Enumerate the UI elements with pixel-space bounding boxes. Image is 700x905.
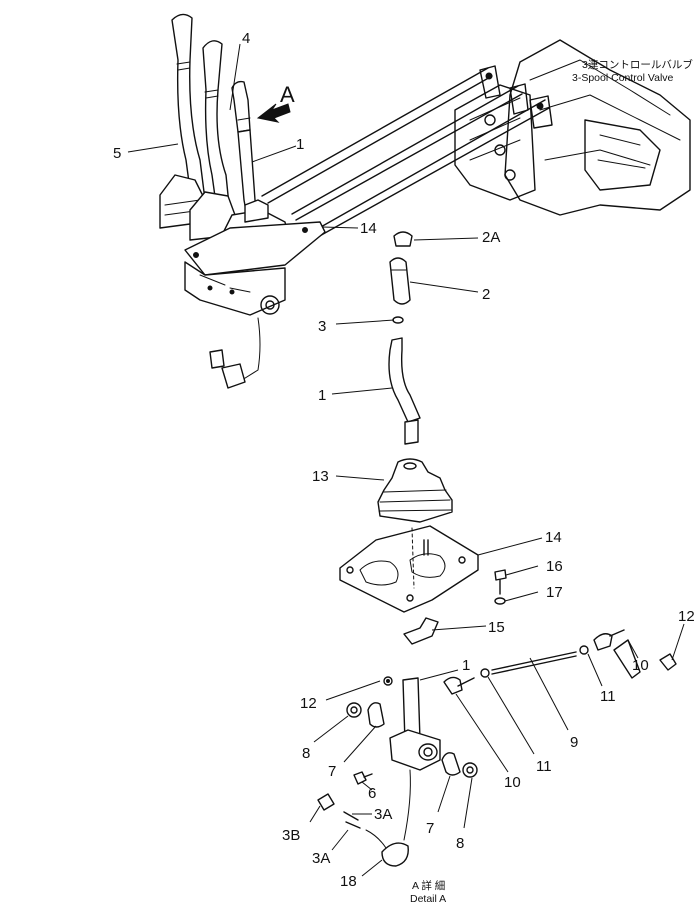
bracket-15 [403, 617, 439, 645]
label-bracket: 15 [488, 619, 505, 636]
bolt-washer [494, 569, 507, 605]
label-bolt-detail: 6 [368, 785, 376, 802]
label-plate-exploded: 14 [545, 529, 562, 546]
label-bolt: 16 [546, 558, 563, 575]
leader-lines [127, 43, 685, 877]
boot-exploded [377, 458, 453, 523]
label-plate-top: 14 [360, 220, 377, 237]
label-lever-exploded: 1 [318, 387, 326, 404]
label-pin-3a-lower: 3A [312, 850, 330, 867]
label-clip: 3B [282, 827, 300, 844]
linkage-rods [261, 67, 550, 239]
label-cap: 2A [482, 229, 500, 246]
label-nut-left: 12 [300, 695, 317, 712]
label-rod-end-right: 10 [632, 657, 649, 674]
bushings [346, 702, 478, 778]
label-nut-right-lower: 11 [600, 688, 616, 705]
label-bushing-left-outer: 8 [302, 745, 310, 762]
label-rod: 9 [570, 734, 578, 751]
part-labels: 1 4 5 14 2A 2 3 1 13 14 16 17 15 12 12 1… [113, 30, 695, 890]
detail-caption-jp: A 詳 細 [412, 879, 445, 892]
pins-and-clip [317, 793, 387, 849]
plate-exploded [339, 525, 479, 613]
label-pin-3a-upper: 3A [374, 806, 392, 823]
label-nut-mid: 11 [536, 758, 552, 775]
label-bushing-right-outer: 8 [456, 835, 464, 852]
label-washer-bolt: 17 [546, 584, 563, 601]
levers-assembly [159, 13, 326, 389]
label-rod-end-left: 10 [504, 774, 521, 791]
label-switch: 18 [340, 873, 357, 890]
label-bushing-left-inner: 7 [328, 763, 336, 780]
label-bushing-right-inner: 7 [426, 820, 434, 837]
detail-lever-assembly [381, 677, 441, 867]
valve-caption-en: 3-Spool Control Valve [572, 72, 674, 84]
label-lever-main: 1 [296, 136, 304, 153]
view-arrow-label: A [280, 82, 295, 107]
view-arrow: A [256, 82, 295, 123]
detail-caption-en: Detail A [410, 893, 446, 905]
label-nut-right: 12 [678, 608, 695, 625]
control-valve-assembly [454, 39, 691, 216]
label-boot: 13 [312, 468, 329, 485]
label-knob: 2 [482, 286, 490, 303]
label-washer: 3 [318, 318, 326, 335]
exploded-lever [388, 231, 421, 445]
label-detail-lever: 1 [462, 657, 470, 674]
label-lever-5: 5 [113, 145, 121, 162]
label-lever-4: 4 [242, 30, 250, 47]
bolt-6 [353, 771, 373, 785]
valve-caption-jp: 3連コントロールバルブ [582, 58, 693, 71]
